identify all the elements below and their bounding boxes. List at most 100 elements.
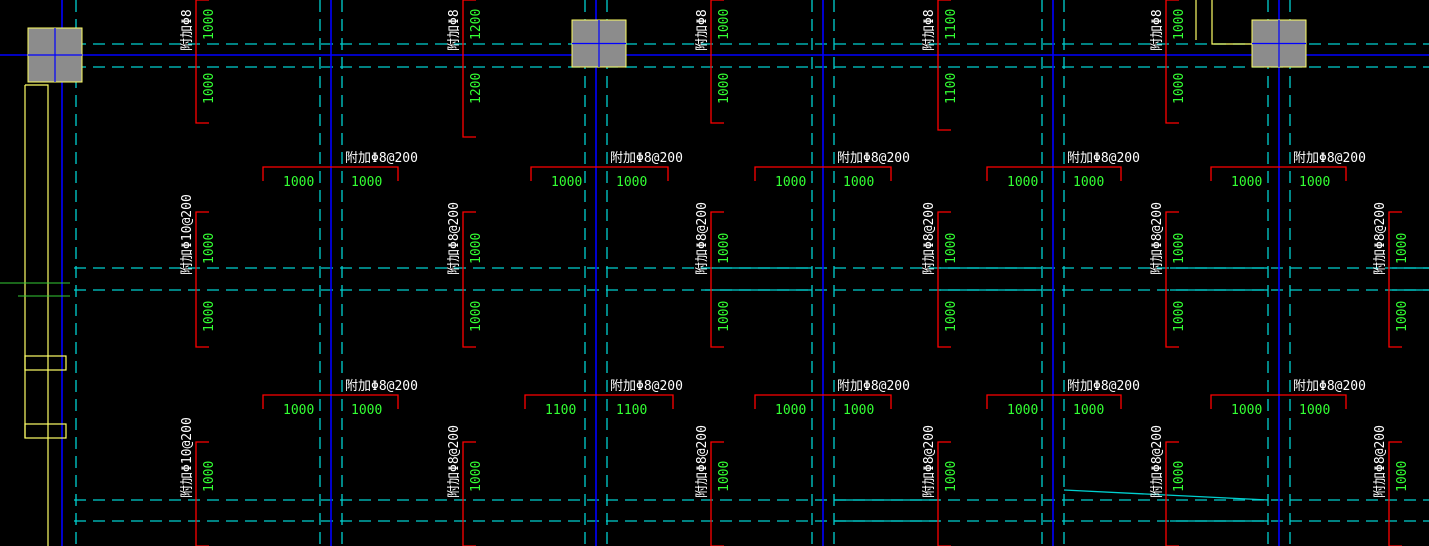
rebar-vertical: 附加Φ8@200 1000 <box>922 425 959 546</box>
rebar-label: 附加Φ8@200 <box>1150 202 1165 275</box>
rebar-line <box>262 394 399 409</box>
rebar-length-right: 1000 <box>1073 403 1104 418</box>
rebar-label: 附加Φ8@200 <box>1293 151 1366 166</box>
rebar-label: 附加Φ8@200 <box>447 425 462 498</box>
rebar-line <box>195 211 209 348</box>
rebar-label: 附加Φ8 <box>180 9 195 51</box>
rebar-line <box>530 166 669 181</box>
rebar-length-top: 1000 <box>469 461 484 492</box>
rebar-vertical: 附加Φ8@200 1000 1000 <box>447 202 484 348</box>
rebar-length-top: 1000 <box>202 461 217 492</box>
rebar-label: 附加Φ8@200 <box>345 379 418 394</box>
rebar-length-top: 1100 <box>944 9 959 40</box>
rebar-length-top: 1000 <box>469 233 484 264</box>
rebar-vertical: 附加Φ8@200 1000 <box>447 425 484 546</box>
rebar-line <box>262 166 399 181</box>
rebar-length-left: 1000 <box>283 175 314 190</box>
rebar-length-right: 1000 <box>351 403 382 418</box>
rebar-line <box>1165 0 1179 124</box>
rebar-length-bottom: 1000 <box>1172 73 1187 104</box>
rebar-label: 附加Φ8 <box>695 9 710 51</box>
rebar-label: 附加Φ8@200 <box>837 151 910 166</box>
rebar-label: 附加Φ8@200 <box>1067 151 1140 166</box>
rebar-length-right: 1000 <box>1299 403 1330 418</box>
rebar-line <box>710 0 724 124</box>
rebar-length-top: 1000 <box>202 9 217 40</box>
rebar-line <box>710 211 724 348</box>
rebar-label: 附加Φ8@200 <box>1373 425 1388 498</box>
rebar-label: 附加Φ10@200 <box>180 194 195 275</box>
wall-outline <box>0 0 1252 546</box>
rebar-line <box>1210 394 1347 409</box>
rebar-length-bottom: 1000 <box>1395 301 1410 332</box>
rebar-length-right: 1000 <box>616 175 647 190</box>
rebar-length-left: 1000 <box>1231 175 1262 190</box>
rebar-line <box>1165 441 1179 546</box>
rebar-length-right: 1100 <box>616 403 647 418</box>
rebar-length-right: 1000 <box>843 403 874 418</box>
rebar-label: 附加Φ8@200 <box>1293 379 1366 394</box>
rebar-length-top: 1200 <box>469 9 484 40</box>
rebar-vertical: 附加Φ8 1000 1000 <box>180 0 217 124</box>
rebar-line <box>937 441 951 546</box>
rebar-annotations: 附加Φ8@200 1000 1000 附加Φ8@200 1000 1000 附加Φ8@200… <box>180 0 1410 546</box>
rebar-label: 附加Φ8@200 <box>922 202 937 275</box>
rebar-line <box>1165 211 1179 348</box>
rebar-label: 附加Φ10@200 <box>180 417 195 498</box>
rebar-label: 附加Φ8@200 <box>695 202 710 275</box>
rebar-label: 附加Φ8@200 <box>610 151 683 166</box>
rebar-length-bottom: 1000 <box>1172 301 1187 332</box>
rebar-label: 附加Φ8@200 <box>922 425 937 498</box>
rebar-length-bottom: 1000 <box>469 301 484 332</box>
rebar-length-bottom: 1000 <box>717 73 732 104</box>
rebar-line <box>937 211 951 348</box>
rebar-length-left: 1100 <box>545 403 576 418</box>
rebar-length-top: 1000 <box>717 233 732 264</box>
rebar-label: 附加Φ8 <box>922 9 937 51</box>
rebar-line <box>524 394 674 409</box>
rebar-line <box>986 166 1122 181</box>
rebar-length-top: 1000 <box>717 9 732 40</box>
rebar-length-top: 1000 <box>944 461 959 492</box>
rebar-length-right: 1000 <box>843 175 874 190</box>
rebar-line <box>754 166 892 181</box>
rebar-length-bottom: 1000 <box>944 301 959 332</box>
columns <box>27 19 1307 83</box>
rebar-line <box>462 441 476 546</box>
rebar-length-left: 1000 <box>775 403 806 418</box>
rebar-length-top: 1000 <box>944 233 959 264</box>
rebar-length-bottom: 1200 <box>469 73 484 104</box>
rebar-line <box>195 441 209 546</box>
rebar-length-top: 1000 <box>1172 9 1187 40</box>
rebar-label: 附加Φ8@200 <box>1373 202 1388 275</box>
rebar-label: 附加Φ8@200 <box>345 151 418 166</box>
rebar-length-left: 1000 <box>775 175 806 190</box>
rebar-horizontal: 附加Φ8@200 1000 1000 <box>262 151 418 190</box>
wall-opening <box>24 423 67 439</box>
rebar-vertical: 附加Φ10@200 1000 <box>180 417 217 546</box>
rebar-line <box>1388 211 1402 348</box>
rebar-label: 附加Φ8@200 <box>610 379 683 394</box>
rebar-vertical: 附加Φ8 1100 1100 <box>922 0 959 131</box>
rebar-length-bottom: 1100 <box>944 73 959 104</box>
rebar-label: 附加Φ8@200 <box>447 202 462 275</box>
rebar-length-bottom: 1000 <box>202 73 217 104</box>
rebar-line <box>462 0 476 138</box>
rebar-line <box>462 211 476 348</box>
rebar-length-right: 1000 <box>351 175 382 190</box>
rebar-horizontal: 附加Φ8@200 1000 1000 <box>754 151 910 190</box>
